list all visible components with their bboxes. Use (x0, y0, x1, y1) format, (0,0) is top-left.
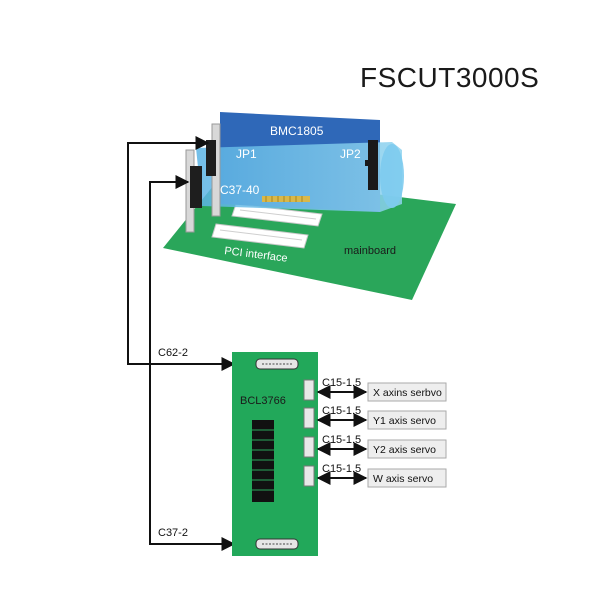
gold-edge-connector (262, 196, 310, 202)
db-connector-top (255, 358, 299, 370)
servo-port (303, 465, 315, 487)
jp2-connector (365, 140, 378, 190)
db-connector-bottom (255, 538, 299, 550)
servo-link-x: C15-1.5 X axins serbvo (316, 377, 447, 402)
jp2-label: JP2 (340, 147, 361, 161)
cable-bottom-label: C37-2 (158, 527, 188, 539)
indicator-block (252, 420, 274, 502)
servo-target-label: X axins serbvo (373, 387, 442, 399)
cable-top-label: C62-2 (158, 347, 188, 359)
connector-label: C37-40 (220, 183, 260, 197)
servo-cable-label: C15-1.5 (322, 463, 361, 475)
jp1-label: JP1 (236, 147, 257, 161)
servo-link-w: C15-1.5 W axis servo (316, 463, 447, 488)
servo-cable-label: C15-1.5 (322, 377, 361, 389)
cable-bottom (149, 175, 236, 551)
mainboard-label: mainboard (344, 245, 396, 257)
card-name: BMC1805 (270, 124, 324, 138)
servo-link-y1: C15-1.5 Y1 axis servo (316, 405, 447, 430)
servo-port (303, 436, 315, 458)
servo-port (303, 379, 315, 401)
product-title: FSCUT3000S (360, 62, 540, 93)
terminal-board-name: BCL3766 (240, 395, 286, 407)
card-lower-band (196, 142, 402, 212)
servo-cable-label: C15-1.5 (322, 434, 361, 446)
servo-port (303, 407, 315, 429)
servo-target-label: Y2 axis servo (373, 444, 436, 456)
servo-target-label: W axis servo (373, 473, 433, 485)
pci-slots (211, 203, 323, 249)
servo-target-label: Y1 axis servo (373, 415, 436, 427)
servo-cable-label: C15-1.5 (322, 405, 361, 417)
servo-link-y2: C15-1.5 Y2 axis servo (316, 434, 447, 459)
